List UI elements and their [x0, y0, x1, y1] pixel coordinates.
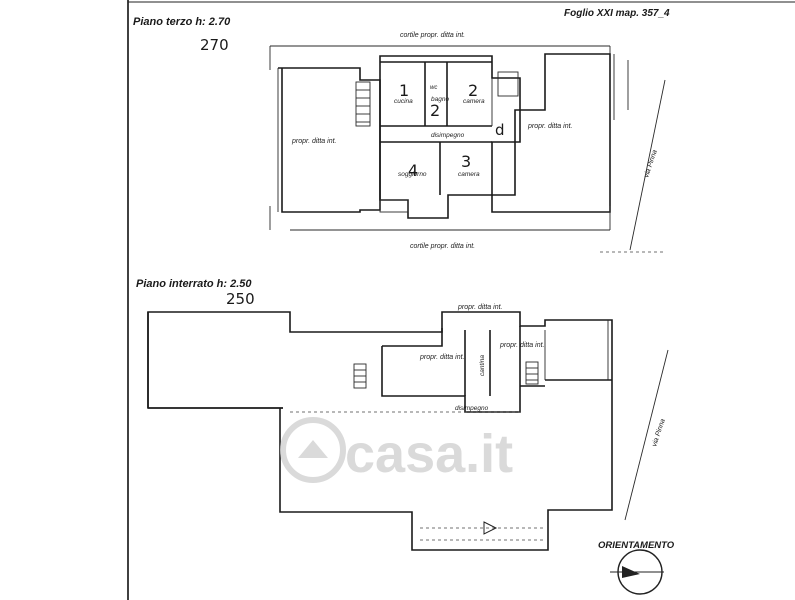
sheet-reference: Foglio XXI map. 357_4	[564, 8, 670, 19]
orientation-label: ORIENTAMENTO	[598, 540, 675, 551]
room-bedroom2-number: 3	[461, 152, 471, 171]
left-neighbour-label: propr. ditta int.	[291, 138, 337, 145]
street-label-top: via Pinna	[643, 149, 659, 179]
basement-cellar-label: cantina	[479, 355, 486, 376]
casa-it-watermark: casa.it	[280, 417, 513, 484]
right-neighbour-label: propr. ditta int.	[527, 123, 573, 130]
room-bathroom-label: bagno	[431, 96, 449, 103]
room-bedroom-number: 2	[468, 81, 478, 100]
room-corridor-label: disimpegno	[431, 132, 465, 139]
room-bathroom-number: 2	[430, 101, 440, 120]
room-bedroom2-label: camera	[458, 171, 480, 178]
room-kitchen-label: cucina	[394, 98, 413, 105]
room-extra-number: d	[495, 121, 505, 139]
room-bedroom-label: camera	[463, 98, 485, 105]
watermark-text: casa.it	[345, 424, 513, 484]
basement-top-label: propr. ditta int.	[457, 304, 503, 311]
basement-title: Piano interrato h: 2.50	[136, 278, 252, 290]
top-courtyard-label: cortile propr. ditta int.	[400, 32, 465, 39]
compass-icon	[610, 549, 664, 595]
room-living-label: soggiorno	[398, 171, 427, 178]
bottom-courtyard-label: cortile propr. ditta int.	[410, 243, 475, 250]
third-floor-title: Piano terzo h: 2.70	[133, 16, 231, 28]
third-floor-handwritten-height: 270	[200, 36, 229, 54]
basement-corridor-label: disimpegno	[455, 405, 489, 412]
basement-right-label: propr. ditta int.	[499, 342, 545, 349]
room-wc-label: wc	[430, 85, 437, 91]
room-living-number: 4	[408, 161, 418, 180]
basement-plan: propr. ditta int. propr. ditta int. prop…	[147, 304, 669, 551]
basement-handwritten-height: 250	[226, 290, 255, 308]
third-floor-plan: cortile propr. ditta int. propr. ditta i…	[269, 32, 666, 253]
room-kitchen-number: 1	[399, 81, 409, 100]
basement-center-label: propr. ditta int.	[419, 354, 465, 361]
street-label-bottom: via Pinna	[651, 418, 667, 448]
